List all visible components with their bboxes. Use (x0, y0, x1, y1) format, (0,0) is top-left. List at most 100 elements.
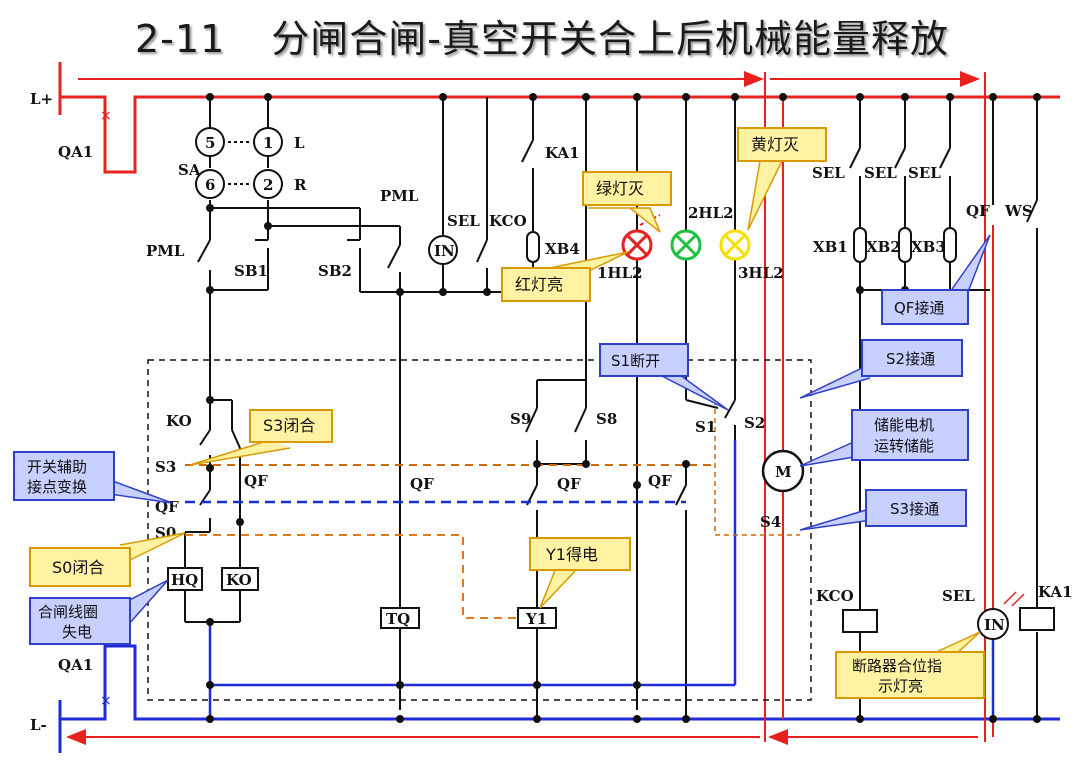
svg-text:KO: KO (166, 412, 192, 430)
svg-text:S3接通: S3接通 (890, 500, 939, 518)
svg-text:L-: L- (30, 716, 47, 734)
svg-text:QF: QF (557, 475, 581, 493)
svg-text:SEL: SEL (942, 587, 975, 605)
svg-text:S2: S2 (744, 414, 765, 432)
green-lamp-icon (670, 229, 702, 261)
svg-text:QF接通: QF接通 (894, 299, 944, 317)
svg-text:黄灯灭: 黄灯灭 (751, 135, 799, 154)
svg-text:XB2: XB2 (866, 238, 901, 256)
svg-text:QF: QF (410, 475, 434, 493)
y1-coil: Y1 (525, 610, 547, 628)
svg-text:接点变换: 接点变换 (27, 478, 87, 496)
svg-text:失电: 失电 (62, 623, 92, 641)
svg-text:IN: IN (434, 242, 455, 260)
svg-text:绿灯灭: 绿灯灭 (596, 179, 644, 198)
callout-qf-on: QF接通 (881, 234, 991, 325)
svg-text:S1: S1 (695, 418, 716, 436)
svg-text:运转储能: 运转储能 (874, 437, 934, 455)
component-labels: L+ L- QA1 QA1 PML PML SB1 SB2 SEL KCO KA… (30, 90, 1073, 734)
svg-text:KA1: KA1 (545, 144, 580, 162)
svg-text:QF: QF (966, 202, 990, 220)
callout-y1-energized: Y1得电 (529, 537, 631, 609)
svg-text:XB4: XB4 (545, 240, 580, 258)
negative-bus (58, 644, 1060, 753)
svg-text:KCO: KCO (489, 212, 527, 230)
coil-boxes (167, 567, 1055, 633)
svg-text:S3: S3 (155, 458, 176, 476)
svg-text:S3闭合: S3闭合 (263, 416, 315, 435)
svg-text:IN: IN (984, 616, 1005, 634)
positive-bus (58, 62, 1060, 174)
callout-aux-contact: 开关辅助 接点变换 (13, 451, 173, 504)
svg-text:示灯亮: 示灯亮 (878, 677, 923, 695)
sa-label: SA (178, 161, 201, 179)
svg-text:QF: QF (244, 472, 268, 490)
junction-dots (206, 93, 1041, 723)
title-text: 分闸合闸-真空开关合上后机械能量释放 (271, 17, 949, 61)
motor-icon: M (761, 449, 805, 493)
callout-yellow-off: 黄灯灭 (737, 127, 827, 231)
svg-text:QA1: QA1 (58, 656, 93, 674)
svg-text:S8: S8 (596, 410, 617, 428)
title-number: 2-11 (135, 17, 226, 61)
svg-text:SB1: SB1 (234, 262, 268, 280)
svg-text:SEL: SEL (908, 164, 941, 182)
contact-l-label: L (294, 134, 305, 152)
tq-coil: TQ (386, 610, 410, 628)
svg-text:S1断开: S1断开 (611, 352, 660, 370)
callout-green-off: 绿灯灭 (582, 171, 672, 233)
callout-close-coil: 合闸线圈 失电 (29, 579, 169, 645)
in-meter-bottom-icon: IN (977, 591, 1025, 640)
callout-motor-running: 储能电机 运转储能 (799, 409, 969, 467)
yellow-lamp-icon (719, 229, 751, 261)
callout-s1-open: S1断开 (599, 343, 729, 411)
svg-text:S0闭合: S0闭合 (52, 558, 104, 577)
svg-text:PML: PML (146, 242, 185, 260)
svg-text:Y1得电: Y1得电 (545, 545, 598, 564)
svg-text:储能电机: 储能电机 (874, 416, 934, 434)
svg-text:S9: S9 (510, 410, 531, 428)
svg-text:红灯亮: 红灯亮 (515, 275, 563, 294)
svg-text:XB3: XB3 (911, 238, 946, 256)
svg-text:QF: QF (648, 472, 672, 490)
svg-text:QA1: QA1 (58, 143, 93, 161)
svg-text:XB1: XB1 (813, 238, 848, 256)
svg-text:KCO: KCO (816, 587, 854, 605)
contact-r-label: R (294, 176, 307, 194)
red-lamp-icon (621, 229, 653, 261)
svg-text:SEL: SEL (864, 164, 897, 182)
svg-text:2HL2: 2HL2 (688, 204, 734, 222)
sa-selector (195, 127, 283, 199)
svg-text:SB2: SB2 (318, 262, 352, 280)
hq-coil: HQ (171, 571, 198, 589)
ko-coil: KO (226, 571, 252, 589)
contact-6: 6 (205, 176, 215, 194)
qa1-cross-marks: × × (100, 108, 112, 709)
svg-text:1HL2: 1HL2 (597, 264, 643, 282)
svg-text:WS: WS (1004, 202, 1033, 220)
xb-link-icons (526, 227, 957, 263)
contact-2: 2 (263, 176, 273, 194)
callout-s3-closed: S3闭合 (189, 409, 333, 466)
svg-text:L+: L+ (30, 90, 53, 108)
wires-blue (208, 440, 995, 719)
callout-breaker-lamp: 断路器合位指 示灯亮 (835, 631, 985, 699)
contact-5: 5 (205, 134, 215, 152)
svg-text:S4: S4 (760, 513, 781, 531)
svg-text:S2接通: S2接通 (886, 350, 935, 368)
callout-red-on: 红灯亮 (501, 251, 629, 302)
contact-1: 1 (263, 134, 273, 152)
svg-text:SEL: SEL (812, 164, 845, 182)
svg-text:SEL: SEL (447, 212, 480, 230)
svg-text:×: × (100, 108, 112, 124)
svg-text:开关辅助: 开关辅助 (27, 458, 87, 476)
dashed-links (147, 214, 812, 701)
svg-text:PML: PML (380, 187, 419, 205)
svg-text:断路器合位指: 断路器合位指 (852, 657, 942, 675)
page-title: 2-11 分闸合闸-真空开关合上后机械能量释放 (135, 8, 1035, 61)
svg-text:×: × (100, 693, 112, 709)
callout-s3-on: S3接通 (799, 489, 967, 531)
svg-text:QF: QF (155, 498, 179, 516)
svg-text:M: M (775, 463, 792, 481)
